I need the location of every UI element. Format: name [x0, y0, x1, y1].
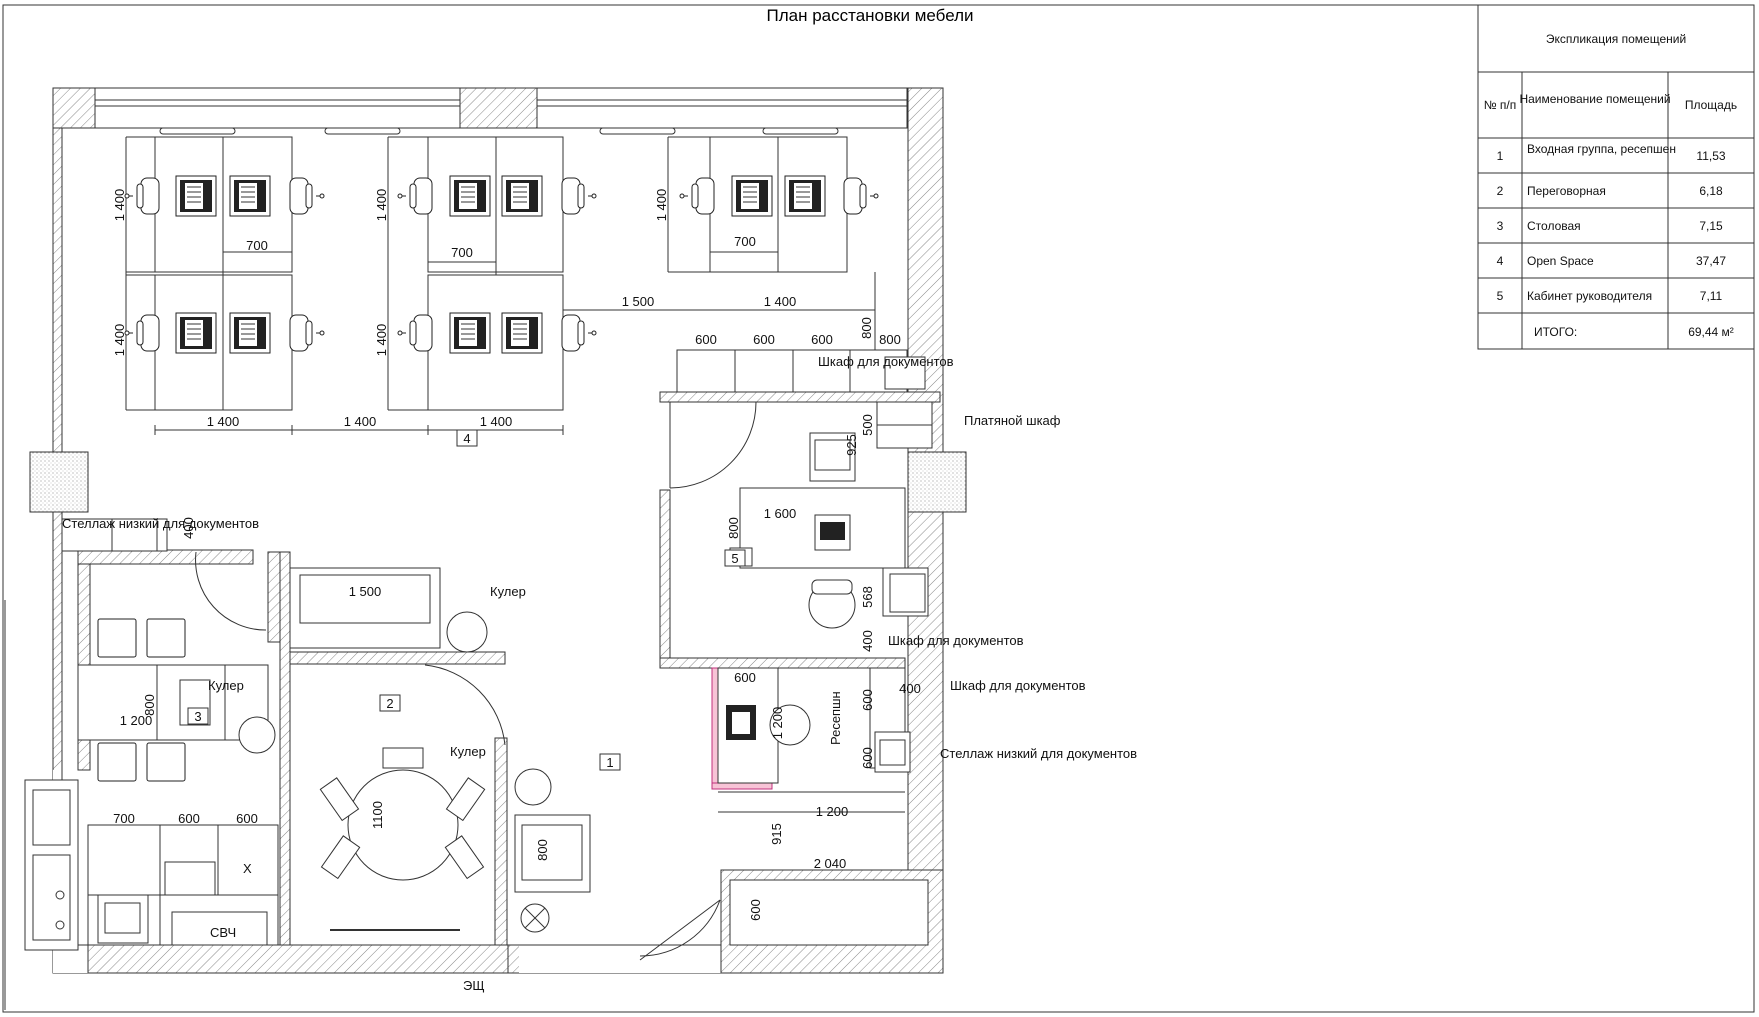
- svg-text:400: 400: [860, 630, 875, 652]
- svg-text:800: 800: [142, 694, 157, 716]
- svg-text:11,53: 11,53: [1696, 149, 1725, 163]
- plan-labels: Стеллаж низкий для документов Стеллаж ни…: [62, 354, 1137, 993]
- meeting-room: [289, 567, 591, 933]
- svg-text:600: 600: [860, 747, 875, 769]
- svg-text:800: 800: [535, 839, 550, 861]
- cooler-label-2: Кулер: [208, 678, 244, 693]
- svg-text:Столовая: Столовая: [1527, 219, 1581, 233]
- svg-text:1 400: 1 400: [344, 414, 377, 429]
- svg-text:7,11: 7,11: [1700, 289, 1723, 303]
- svg-text:1100: 1100: [370, 801, 385, 829]
- svg-text:5: 5: [1497, 289, 1504, 303]
- svg-text:1 400: 1 400: [112, 324, 127, 357]
- room-tag-5: 5: [731, 551, 738, 566]
- cabinet-docs-label-1: Шкаф для документов: [818, 354, 954, 369]
- shelf-low-label-2: Стеллаж низкий для документов: [940, 746, 1137, 761]
- panel-label: ЭЩ: [463, 978, 485, 993]
- svg-text:600: 600: [695, 332, 717, 347]
- svg-text:6,18: 6,18: [1699, 184, 1723, 198]
- svg-text:1 200: 1 200: [770, 707, 785, 740]
- svg-text:1 500: 1 500: [622, 294, 655, 309]
- cooler-label-1: Кулер: [490, 584, 526, 599]
- svg-text:400: 400: [181, 517, 196, 539]
- svg-text:2 040: 2 040: [814, 856, 847, 871]
- microwave-label: СВЧ: [210, 925, 236, 940]
- svg-text:800: 800: [726, 517, 741, 539]
- svg-text:4: 4: [1497, 254, 1504, 268]
- svg-text:1 400: 1 400: [374, 324, 389, 357]
- cabinet-docs-label-3: Шкаф для документов: [950, 678, 1086, 693]
- svg-text:400: 400: [899, 681, 921, 696]
- room-tag-2: 2: [386, 696, 393, 711]
- room-tag-3: 3: [194, 709, 201, 724]
- svg-text:1 400: 1 400: [764, 294, 797, 309]
- top-right-cabinets: [676, 349, 933, 449]
- shelf-low-label-1: Стеллаж низкий для документов: [62, 516, 259, 531]
- wardrobe-label: Платяной шкаф: [964, 413, 1061, 428]
- svg-text:568: 568: [860, 586, 875, 608]
- total-label: ИТОГО:: [1534, 325, 1577, 339]
- svg-text:Кабинет руководителя: Кабинет руководителя: [1527, 289, 1652, 303]
- reception-area: [639, 667, 911, 961]
- svg-text:600: 600: [860, 689, 875, 711]
- svg-text:7,15: 7,15: [1699, 219, 1723, 233]
- svg-text:1 500: 1 500: [349, 584, 382, 599]
- col-header-num: № п/п: [1484, 98, 1517, 112]
- explication-title: Экспликация помещений: [1546, 32, 1686, 46]
- room-tag-1: 1: [606, 755, 613, 770]
- svg-text:1 400: 1 400: [207, 414, 240, 429]
- svg-text:800: 800: [879, 332, 901, 347]
- col-header-area: Площадь: [1685, 98, 1737, 112]
- svg-text:915: 915: [769, 823, 784, 845]
- svg-text:37,47: 37,47: [1696, 254, 1726, 268]
- svg-text:600: 600: [236, 811, 258, 826]
- svg-text:700: 700: [246, 238, 268, 253]
- total-value: 69,44 м²: [1688, 325, 1734, 339]
- svg-text:600: 600: [748, 899, 763, 921]
- svg-text:1 400: 1 400: [112, 189, 127, 222]
- explication-table: Экспликация помещений № п/п Наименование…: [1477, 4, 1755, 350]
- svg-text:500: 500: [860, 414, 875, 436]
- svg-text:1: 1: [1497, 149, 1504, 163]
- svg-text:2: 2: [1497, 184, 1504, 198]
- svg-text:800: 800: [859, 317, 874, 339]
- svg-text:1 400: 1 400: [654, 189, 669, 222]
- room-tag-4: 4: [463, 431, 470, 446]
- svg-text:1 600: 1 600: [764, 506, 797, 521]
- openspace-desks: [124, 136, 879, 447]
- svg-text:1 200: 1 200: [816, 804, 849, 819]
- svg-text:Входная группа, ресепшен: Входная группа, ресепшен: [1527, 142, 1676, 156]
- cabinet-docs-label-2: Шкаф для документов: [888, 633, 1024, 648]
- svg-text:925: 925: [844, 434, 859, 456]
- svg-text:700: 700: [451, 245, 473, 260]
- col-header-name: Наименование помещений: [1519, 92, 1670, 106]
- svg-text:600: 600: [734, 670, 756, 685]
- dining-room: [55, 518, 279, 946]
- svg-text:600: 600: [178, 811, 200, 826]
- svg-text:3: 3: [1497, 219, 1504, 233]
- dimension-annotations: 1 400 1 400 1 400 1 400 1 400 700 700 70…: [112, 189, 921, 921]
- svg-text:600: 600: [753, 332, 775, 347]
- svg-text:700: 700: [113, 811, 135, 826]
- sheet-frame: [2, 4, 1755, 1013]
- x-mark-label: Х: [243, 861, 252, 876]
- svg-text:1 200: 1 200: [120, 713, 153, 728]
- svg-text:Переговорная: Переговорная: [1527, 184, 1606, 198]
- svg-text:1 400: 1 400: [480, 414, 513, 429]
- svg-text:1 400: 1 400: [374, 189, 389, 222]
- cooler-label-3: Кулер: [450, 744, 486, 759]
- svg-text:Open Space: Open Space: [1527, 254, 1594, 268]
- plan-title: План расстановки мебели: [767, 6, 974, 25]
- reception-label: Ресепшн: [828, 691, 843, 745]
- svg-text:700: 700: [734, 234, 756, 249]
- svg-text:600: 600: [811, 332, 833, 347]
